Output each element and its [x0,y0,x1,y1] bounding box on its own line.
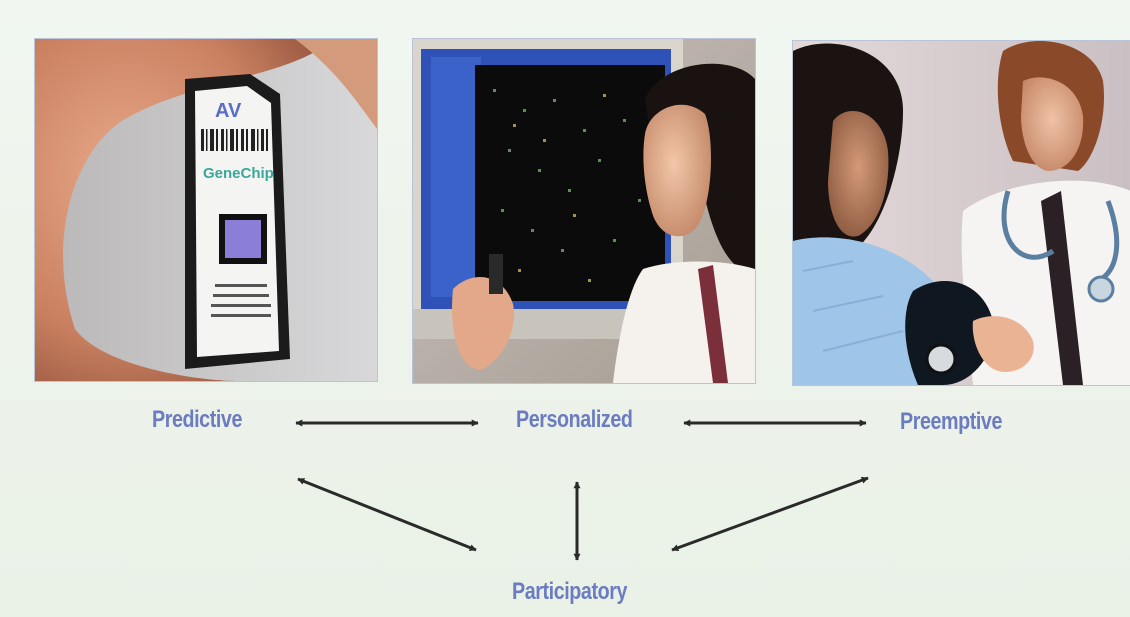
arrow-predictive-participatory [297,477,477,552]
genechip-photo: AV GeneChip [34,38,378,382]
label-preemptive: Preemptive [900,408,1003,435]
arrow-preemptive-participatory [671,476,869,552]
label-predictive: Predictive [152,406,242,433]
label-personalized: Personalized [516,406,633,433]
researcher-photo [412,38,756,384]
researcher-illustration [413,39,755,383]
doctor-patient-photo [792,40,1130,386]
chip-brand: GeneChip [203,165,274,182]
chip-mark: AV [215,100,242,122]
label-participatory: Participatory [512,578,627,605]
genechip-illustration: AV GeneChip [35,39,377,381]
doctor-patient-illustration [793,41,1130,385]
